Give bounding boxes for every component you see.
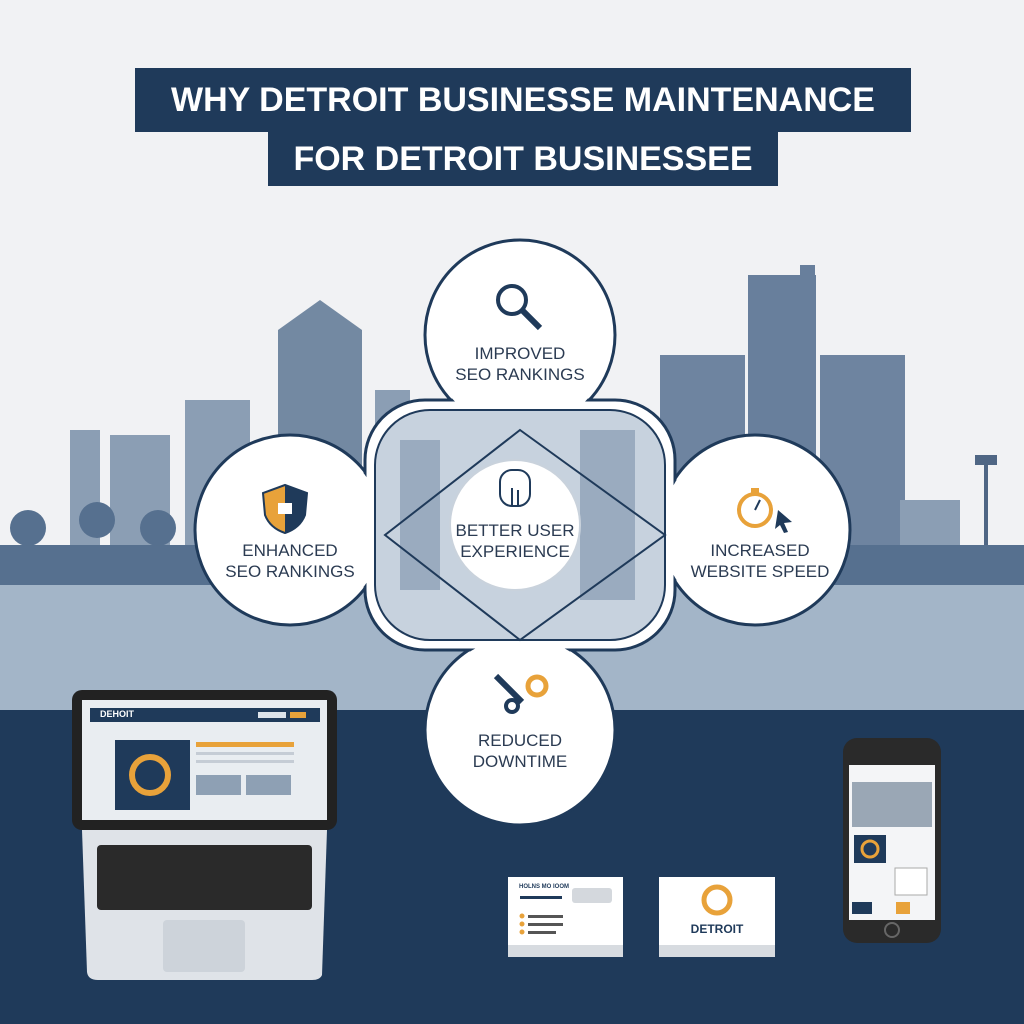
benefit-enhanced-seo: ENHANCED SEO RANKINGS: [200, 540, 380, 582]
title-banner: [135, 68, 911, 132]
title-banner-2: [268, 132, 778, 186]
card-name: HOLNS MO IOOM: [519, 884, 569, 890]
title-line-2: FOR DETROIT BUSINESSEE: [293, 140, 753, 178]
laptop-site-brand: DEHOIT: [100, 709, 135, 719]
hand-touch-icon: [499, 469, 531, 507]
benefit-line: IMPROVED: [474, 344, 566, 363]
benefit-user-experience: BETTER USER EXPERIENCE: [440, 520, 590, 562]
center-buildings: [400, 430, 635, 600]
wrench-gears-icon: [493, 673, 549, 714]
laptop: [72, 690, 337, 980]
benefit-line: WEBSITE SPEED: [690, 562, 830, 581]
title-line-1: WHY DETROIT BUSINESSE MAINTENANCE: [171, 81, 875, 119]
shield-lock-icon: [261, 483, 309, 535]
smartphone: [843, 738, 941, 943]
business-cards: [508, 877, 775, 957]
benefit-improved-seo: IMPROVED SEO RANKINGS: [430, 343, 610, 385]
diamond: [383, 428, 667, 642]
magnifier-icon: [496, 284, 543, 331]
card-brand: DETROIT: [690, 922, 744, 936]
benefit-line: INCREASED: [710, 541, 810, 560]
trackpad: [163, 920, 245, 972]
benefit-line: EXPERIENCE: [460, 542, 570, 561]
benefit-line: DOWNTIME: [472, 752, 568, 771]
benefit-reduced-downtime: REDUCED DOWNTIME: [430, 730, 610, 772]
benefit-line: SEO RANKINGS: [225, 562, 355, 581]
benefit-line: ENHANCED: [242, 541, 338, 560]
center-circle: [449, 459, 581, 591]
keyboard: [97, 845, 312, 910]
trees: [10, 502, 176, 546]
benefit-website-speed: INCREASED WEBSITE SPEED: [670, 540, 850, 582]
gear-logo-icon: [701, 884, 733, 916]
stopwatch-cursor-icon: [737, 488, 792, 533]
benefit-line: SEO RANKINGS: [455, 365, 585, 384]
benefit-line: BETTER USER: [455, 521, 575, 540]
benefit-line: REDUCED: [477, 731, 563, 750]
gear-logo-icon: [129, 754, 171, 796]
